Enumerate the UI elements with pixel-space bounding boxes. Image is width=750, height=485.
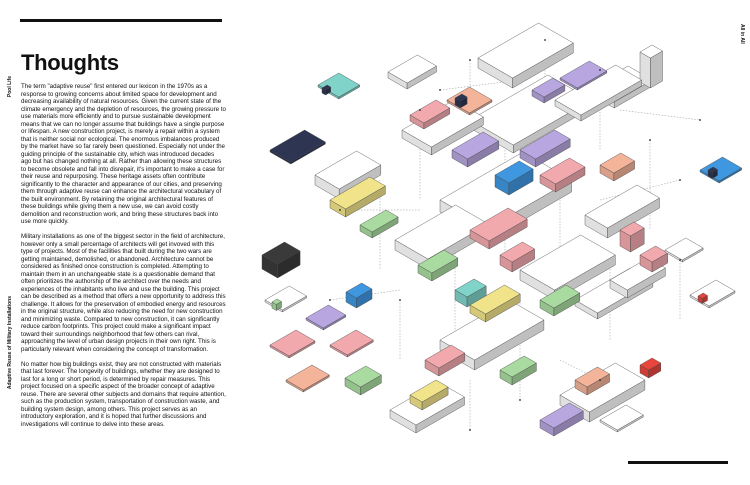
scene-lavender-top-face	[559, 60, 608, 89]
marker-dot	[599, 379, 601, 381]
marker-dot	[329, 299, 331, 301]
marker-dot	[469, 59, 471, 61]
volume-lavender-top-face	[539, 402, 584, 429]
scene-object-top-face	[271, 298, 282, 305]
connector-line	[619, 109, 701, 121]
marker-dot	[699, 119, 701, 121]
marker-dot	[649, 139, 651, 141]
volume-pink-top-face	[539, 157, 586, 185]
axonometric-illustration	[261, 22, 743, 437]
paragraph: The term "adaptive reuse" first entered …	[21, 83, 226, 225]
marker-dot	[679, 179, 681, 181]
volume-pink-top-face	[499, 241, 535, 263]
marker-dot	[519, 399, 521, 401]
scene-object-top-face	[697, 292, 708, 299]
scene-object-top-face	[707, 166, 718, 173]
scene-studio-top-face	[689, 279, 736, 307]
volume-yellow-top-face	[409, 379, 449, 403]
volume-teal-top-face	[454, 278, 487, 298]
volume-green-top-face	[417, 249, 459, 274]
volume-pink-top-face	[409, 99, 451, 124]
page-heading: Thoughts	[21, 50, 119, 75]
volume-yellow-top-face	[329, 176, 386, 210]
chapter-label: All in All	[739, 24, 745, 44]
scene-workshop-top-face	[664, 237, 704, 261]
scene-cafe-top-face	[261, 241, 301, 265]
volume-salmon-top-face	[574, 366, 610, 388]
scene-pink-top-face	[269, 329, 316, 357]
scene-object-top-face	[321, 84, 332, 91]
volume-red-top-face	[639, 357, 662, 371]
scene-lab-top-face	[264, 285, 308, 311]
volume-pink-top-face	[469, 207, 528, 242]
volume-blue-top-face	[494, 160, 534, 184]
scene-green-top-face	[344, 365, 382, 388]
marker-dot	[469, 429, 471, 431]
volume-green-top-face	[539, 284, 581, 309]
marker-dot	[599, 69, 601, 71]
marker-dot	[399, 299, 401, 301]
volume-green-top-face	[359, 209, 399, 233]
scene-salmon-top-face	[285, 364, 330, 391]
paragraph: No matter how big buildings exist, they …	[21, 360, 226, 428]
paragraph: Military installations as one of the big…	[21, 233, 226, 353]
scene-object-top-face	[454, 93, 468, 102]
volume-salmon-top-face	[599, 152, 635, 174]
volume-lavender-top-face	[451, 131, 500, 160]
marker-dot	[544, 39, 546, 41]
marker-dot	[419, 109, 421, 111]
marker-dot	[439, 89, 441, 91]
scene-solar-panels-top-face	[269, 129, 326, 163]
volume-lavender-top-face	[519, 129, 571, 160]
author-label: Pool Life	[7, 76, 13, 98]
volume-pink-top-face	[424, 344, 466, 369]
scene-blue-top-face	[699, 156, 743, 182]
side-title-label: Adaptive Reuse of Military Installations	[7, 296, 13, 390]
tower-shell-top-face	[639, 44, 663, 59]
volume-green-top-face	[499, 355, 537, 378]
volume-blue-top-face	[345, 282, 373, 299]
scene-pink-top-face	[329, 329, 374, 356]
volume-yellow-top-face	[469, 284, 521, 315]
roof-shell-top-face	[387, 54, 437, 84]
floor-shell-top-face	[519, 234, 616, 291]
floor-shell-top-face	[584, 184, 660, 229]
body-text: The term "adaptive reuse" first entered …	[21, 83, 226, 436]
marker-dot	[339, 209, 341, 211]
volume-lavender-top-face	[531, 77, 566, 98]
marker-dot	[679, 259, 681, 261]
top-rule	[20, 19, 222, 22]
bottom-rule	[628, 461, 728, 464]
volume-pink-top-face	[619, 221, 645, 237]
scene-courtyard-top-face	[599, 404, 644, 431]
scene-lavender-top-face	[305, 304, 347, 329]
floor-shell-top-face	[314, 150, 382, 190]
roof-shell-top-face	[477, 22, 574, 79]
